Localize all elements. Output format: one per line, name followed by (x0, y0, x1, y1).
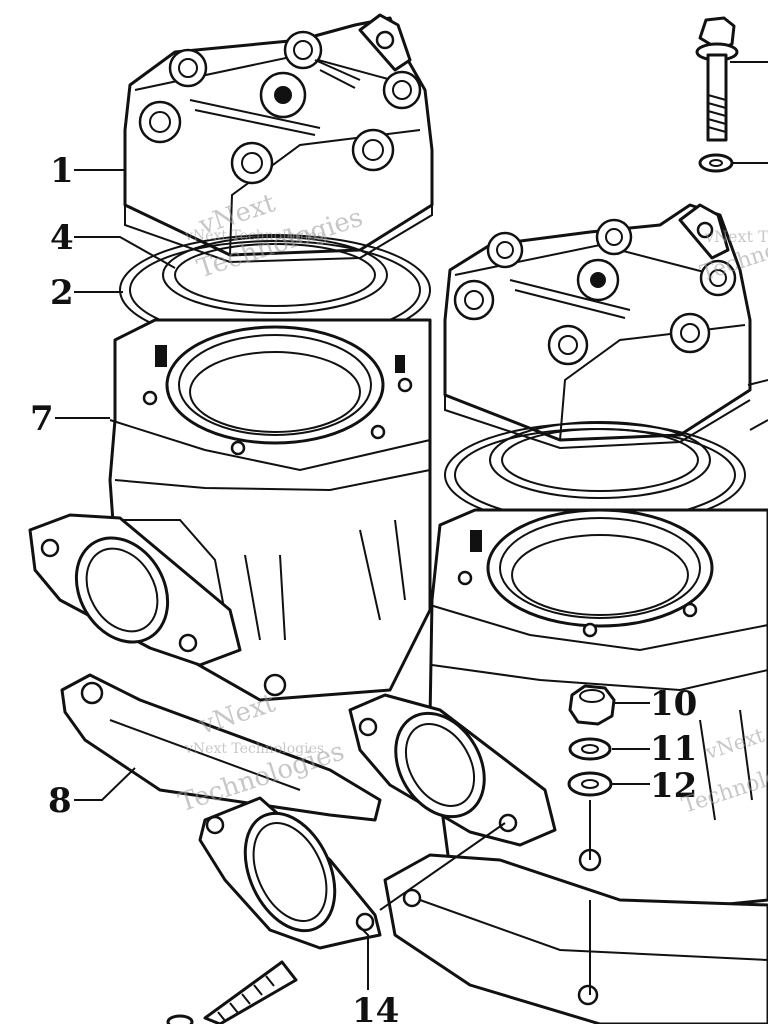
right-cylinder-body (383, 508, 768, 1024)
svg-text:vNext: vNext (195, 688, 280, 741)
head-bolt (695, 16, 739, 142)
callout-14: 14 (352, 991, 399, 1024)
left-intake-flange (28, 513, 242, 667)
callout-2: 2 (50, 273, 74, 313)
svg-text:vNext Technologies: vNext Technologies (184, 228, 324, 244)
callout-1: 1 (50, 151, 74, 191)
callout-4: 4 (50, 218, 74, 258)
intake-gasket-8 (60, 673, 382, 822)
bolt-washer (698, 153, 734, 173)
svg-text:vNext Technologies: vNext Technologies (704, 227, 768, 246)
washer-12 (567, 771, 613, 797)
callout-10: 10 (650, 684, 697, 724)
svg-text:vNext Technologies: vNext Technologies (184, 741, 324, 757)
callout-12: 12 (650, 766, 697, 806)
nut-10 (568, 684, 616, 726)
left-head-gasket-4 (162, 236, 388, 314)
callout-7: 7 (30, 399, 54, 439)
left-cylinder-head (123, 13, 434, 264)
leader-lines (55, 61, 768, 995)
right-cylinder-head (443, 203, 752, 450)
washer-11 (568, 737, 612, 761)
flange-gasket-14 (198, 796, 382, 950)
stud-bolt (166, 960, 298, 1024)
callout-8: 8 (48, 781, 72, 821)
right-intake-flange (348, 693, 557, 847)
callout-11: 11 (650, 729, 697, 769)
